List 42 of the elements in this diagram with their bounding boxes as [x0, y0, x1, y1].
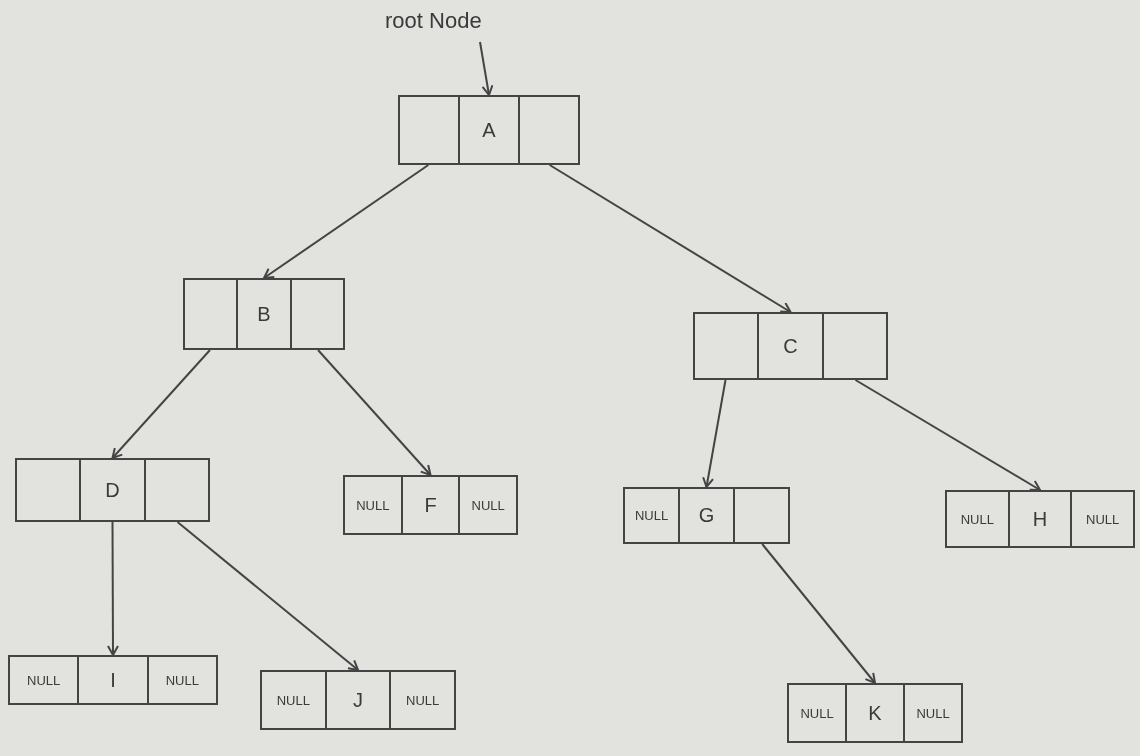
arrow: [263, 164, 430, 279]
tree-node-box: [183, 278, 345, 350]
tree-node-box: [15, 458, 210, 522]
null-pointer-text: NULL: [471, 497, 505, 513]
arrow: [854, 379, 1041, 491]
node-value: D: [105, 478, 120, 502]
arrow: [317, 349, 432, 476]
tree-node-box: [260, 670, 456, 730]
arrow: [479, 41, 494, 96]
null-pointer-text: NULL: [27, 672, 61, 688]
null-pointer-text: NULL: [406, 692, 440, 708]
arrow: [176, 521, 359, 671]
arrow: [548, 164, 792, 313]
tree-node-box: [398, 95, 580, 165]
node-value: J: [353, 688, 363, 712]
node-value: C: [783, 334, 798, 358]
root-label: root Node: [385, 8, 482, 34]
node-value: B: [257, 302, 271, 326]
node-value: K: [868, 701, 882, 725]
null-pointer-text: NULL: [276, 692, 310, 708]
arrow: [702, 379, 727, 488]
node-value: H: [1032, 507, 1048, 531]
null-pointer-text: NULL: [1086, 511, 1120, 527]
tree-node-box: [693, 312, 888, 380]
node-value: A: [482, 118, 496, 142]
node-value: F: [424, 493, 437, 517]
tree-node-box: [945, 490, 1135, 548]
arrow: [111, 349, 211, 459]
null-pointer-text: NULL: [800, 705, 834, 721]
null-pointer-text: NULL: [165, 672, 199, 688]
null-pointer-text: NULL: [916, 705, 950, 721]
arrow: [106, 521, 119, 656]
null-pointer-text: NULL: [634, 508, 669, 523]
tree-node-box: [623, 487, 790, 544]
null-pointer-text: NULL: [960, 511, 994, 527]
tree-node-box: [8, 655, 218, 705]
tree-node-box: [787, 683, 963, 743]
node-value: G: [698, 504, 715, 527]
tree-node-box: [343, 475, 518, 535]
node-value: I: [110, 668, 116, 692]
null-pointer-text: NULL: [356, 497, 390, 513]
arrow: [761, 543, 876, 684]
